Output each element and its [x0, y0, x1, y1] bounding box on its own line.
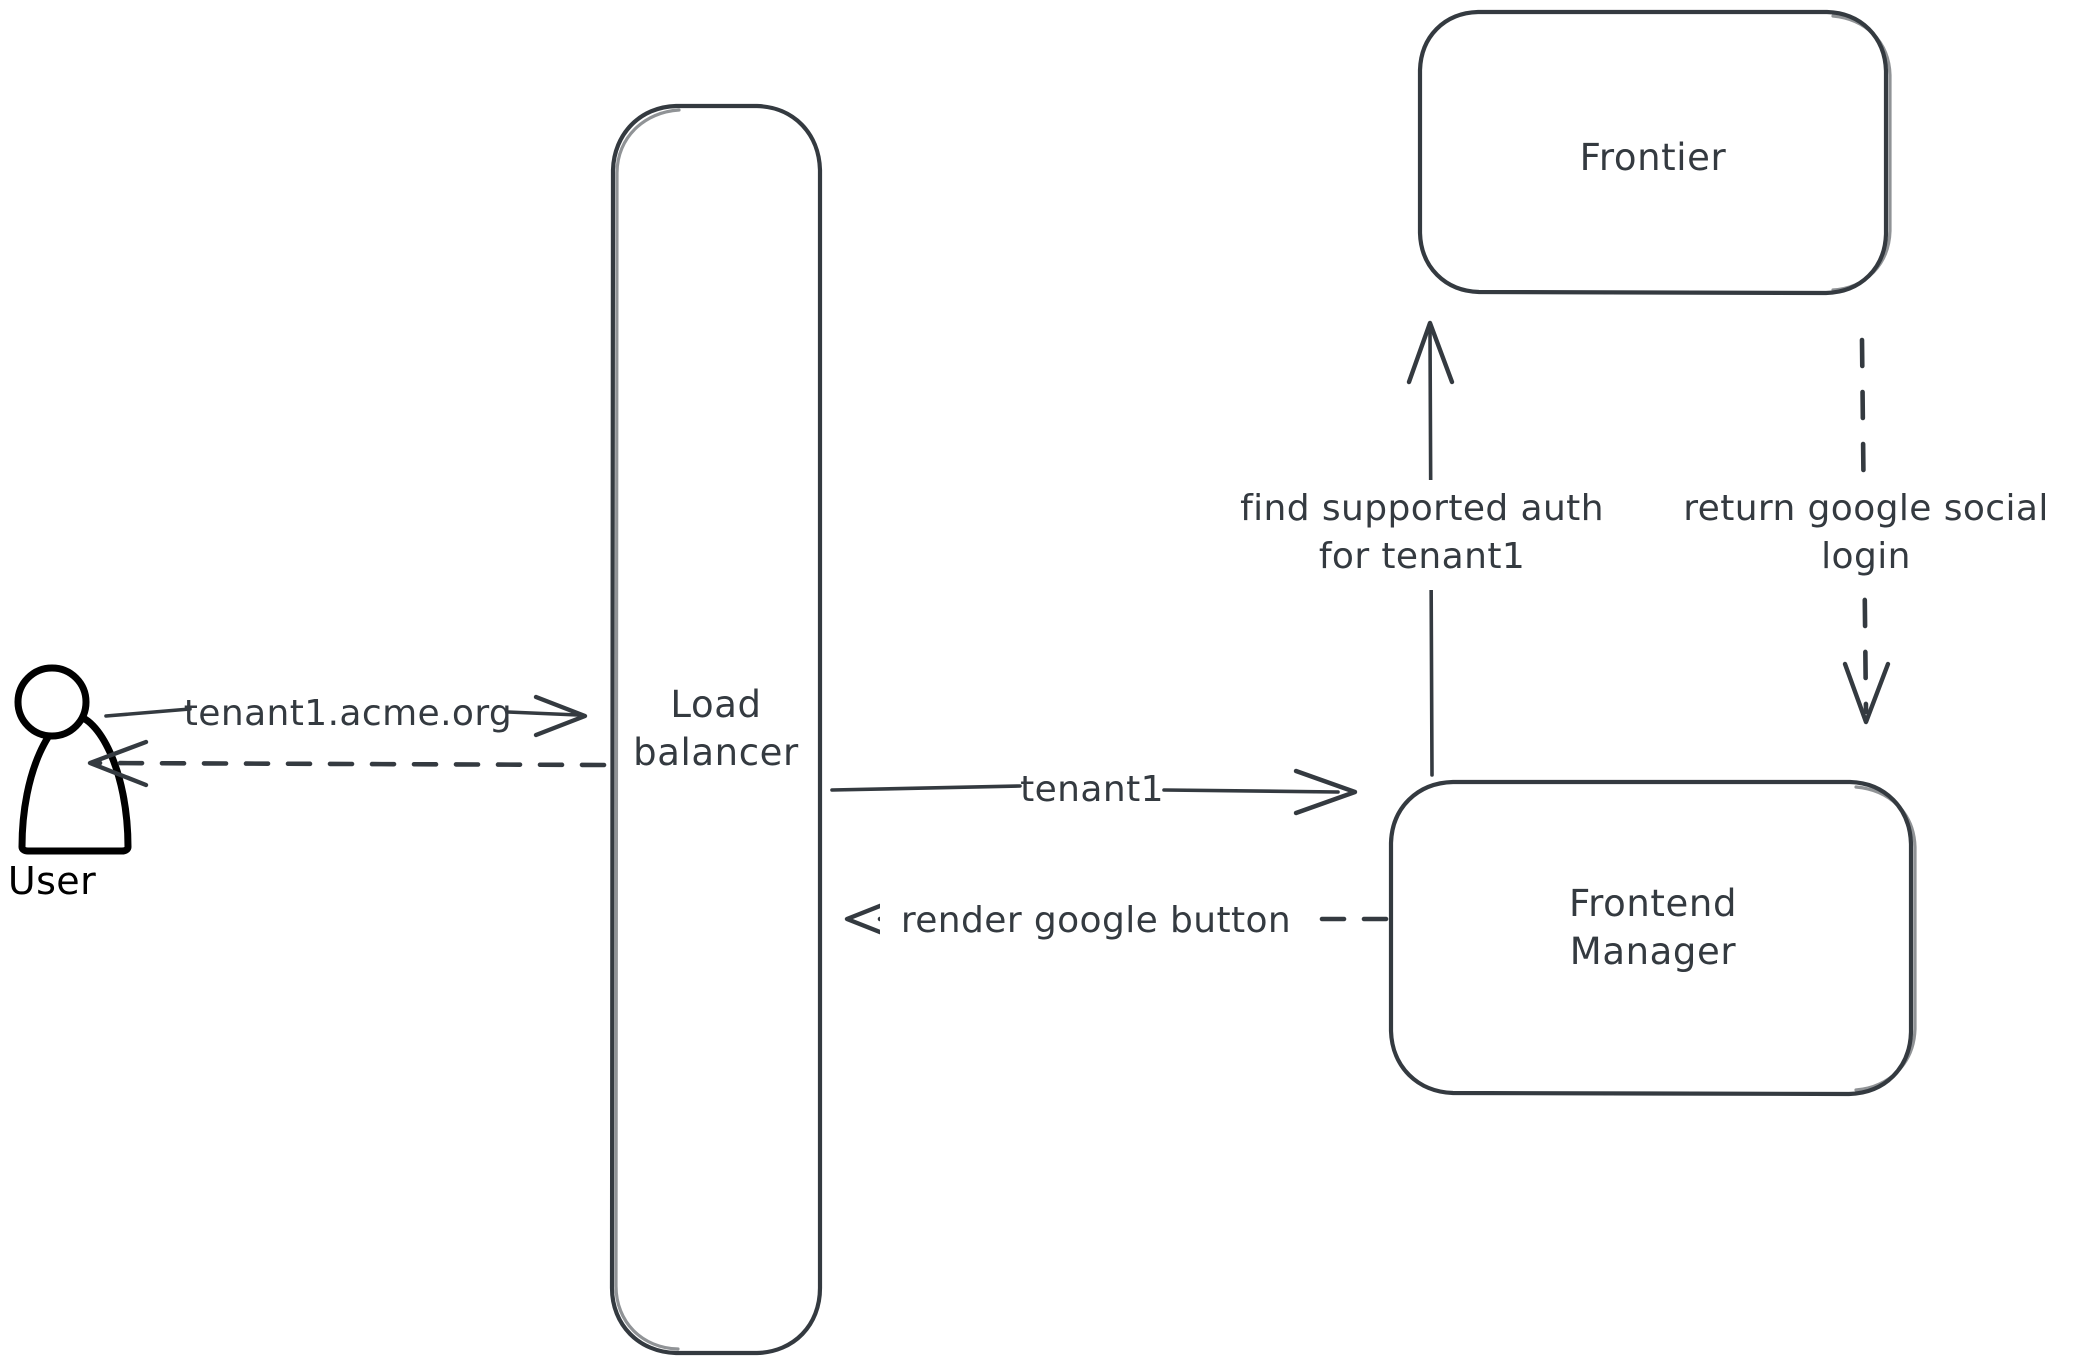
frontier-label: Frontier — [1580, 136, 1727, 179]
user-body-outline — [18, 712, 132, 855]
edge-label-return-google-social-line1: return google social — [1683, 488, 2049, 529]
edge-lb-to-user[interactable] — [87, 739, 607, 788]
user-label: User — [8, 859, 96, 903]
edge-user-to-lb[interactable]: tenant1.acme.org — [104, 693, 588, 738]
edge-label-tenant1: tenant1 — [1020, 769, 1164, 810]
load-balancer-label-line2: balancer — [633, 731, 799, 774]
frontend-manager-label-line2: Manager — [1570, 930, 1737, 973]
edge-label-render-google-button: render google button — [901, 900, 1291, 941]
node-frontier[interactable]: Frontier — [1417, 9, 1892, 296]
frontend-manager-label-line1: Frontend — [1569, 882, 1737, 925]
edge-fm-to-frontier[interactable]: find supported auth for tenant1 — [1216, 320, 1628, 777]
node-load-balancer[interactable]: Load balancer — [609, 103, 823, 1356]
edge-label-bg-return-google-social — [1660, 480, 2080, 590]
user-head-outline — [14, 664, 90, 740]
node-frontend-manager[interactable]: Frontend Manager — [1388, 779, 1917, 1097]
edge-frontier-to-fm[interactable]: return google social login — [1660, 337, 2080, 725]
edge-label-return-google-social-line2: login — [1821, 536, 1911, 577]
edge-fm-to-lb[interactable]: render google button — [844, 888, 1389, 946]
edge-label-tenant1-acme-org: tenant1.acme.org — [184, 693, 512, 734]
load-balancer-label-line1: Load — [670, 683, 761, 726]
edge-label-find-supported-auth-line2: for tenant1 — [1319, 536, 1525, 577]
edge-lb-to-fm[interactable]: tenant1 — [830, 768, 1358, 816]
actor-user[interactable]: User — [8, 664, 132, 903]
edge-label-bg-find-supported-auth — [1216, 480, 1628, 590]
edge-label-bg-render-google-button — [880, 888, 1310, 946]
edge-label-find-supported-auth-line1: find supported auth — [1240, 488, 1604, 529]
